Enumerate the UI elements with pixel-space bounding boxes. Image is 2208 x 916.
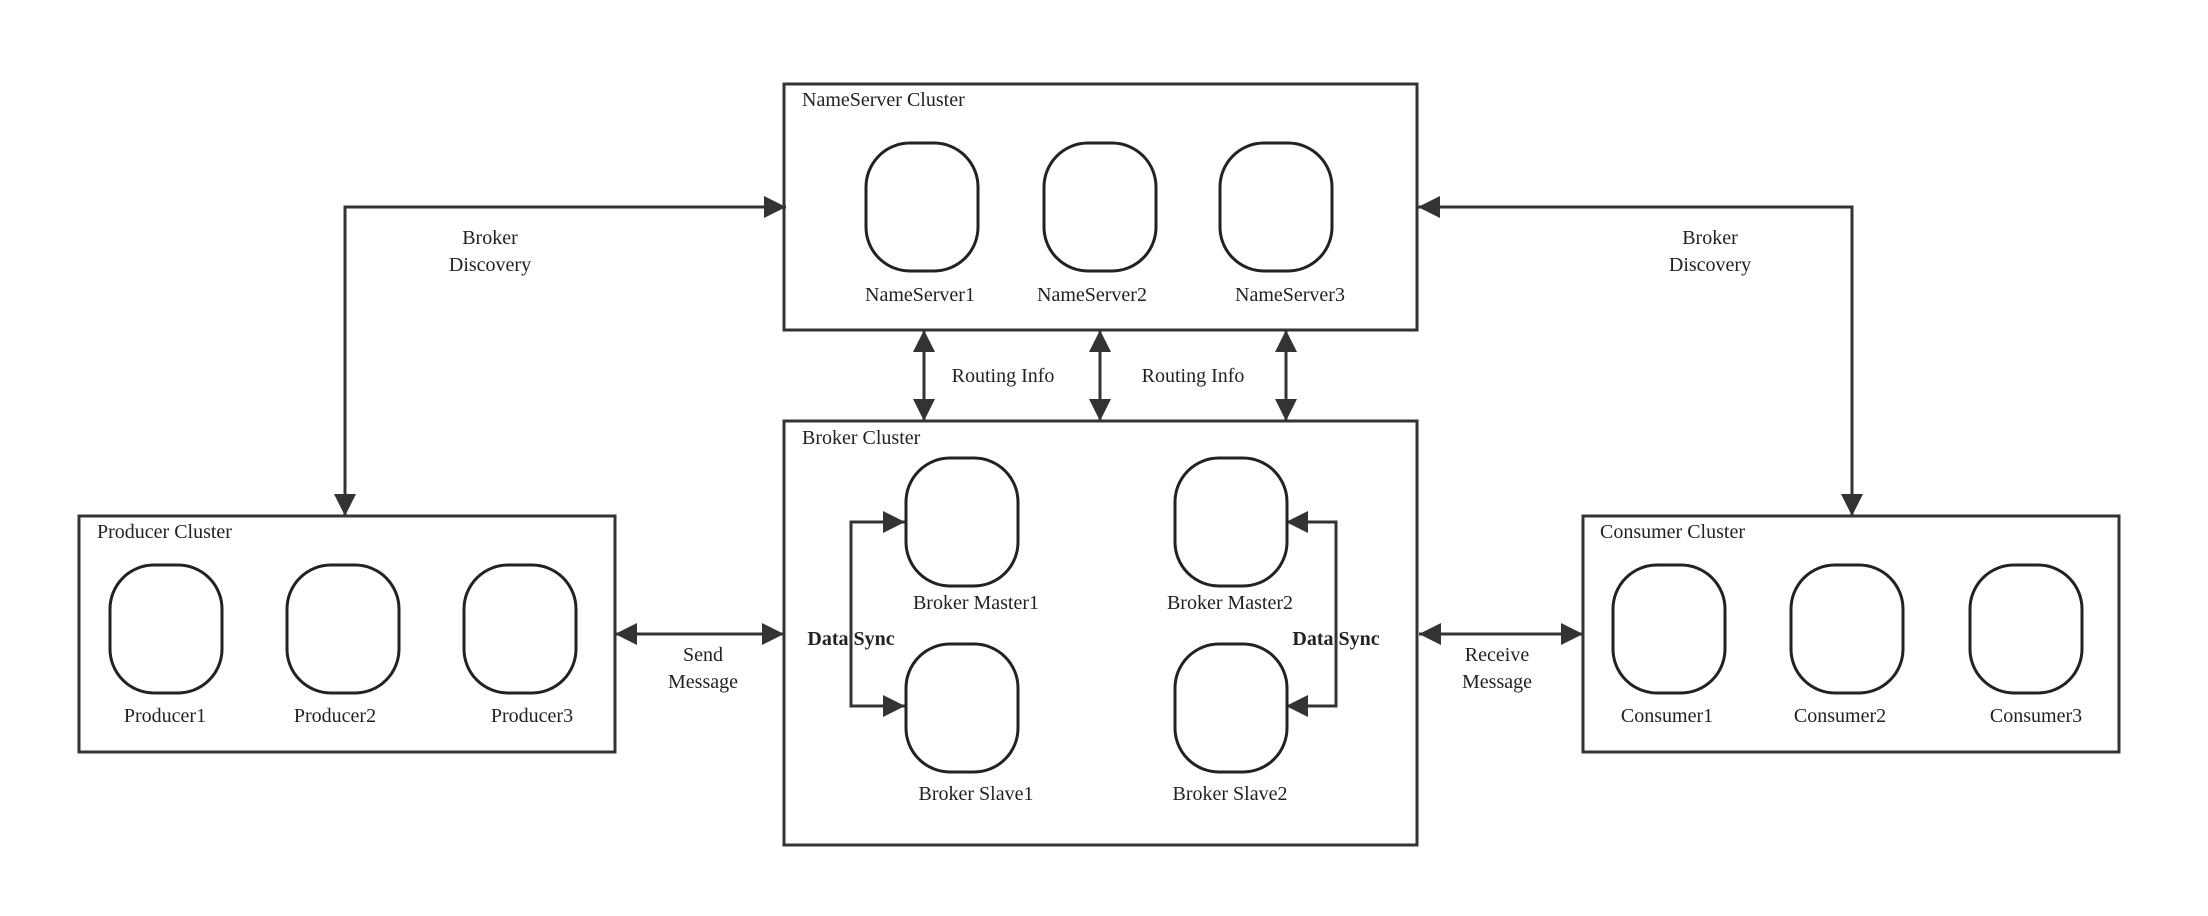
label-routing-info-right: Routing Info bbox=[1142, 365, 1245, 387]
consumer-cluster-title: Consumer Cluster bbox=[1600, 521, 1745, 543]
nameserver-cluster: NameServer Cluster NameServer1 NameServe… bbox=[782, 82, 1419, 332]
label-broker-discovery-left-line2: Discovery bbox=[449, 254, 531, 276]
svg-text:Consumer2: Consumer2 bbox=[1794, 705, 1886, 727]
broker-cluster-title: Broker Cluster bbox=[802, 427, 921, 449]
nameserver-node-1: NameServer1 bbox=[864, 141, 980, 306]
broker-master-2-node: Broker Master2 bbox=[1167, 456, 1293, 614]
label-send-message-line2: Message bbox=[668, 671, 738, 693]
label-data-sync-left: Data Sync bbox=[807, 628, 894, 650]
label-send-message-line1: Send bbox=[683, 644, 723, 666]
broker-slave-1-node: Broker Slave1 bbox=[904, 642, 1034, 805]
consumer-node-1: Consumer1 bbox=[1611, 563, 1727, 727]
svg-text:Broker Slave2: Broker Slave2 bbox=[1173, 783, 1288, 805]
edge-data-sync-left bbox=[849, 511, 905, 717]
producer-cluster-title: Producer Cluster bbox=[97, 521, 232, 543]
label-receive-message-line2: Message bbox=[1462, 671, 1532, 693]
consumer-node-3: Consumer3 bbox=[1968, 563, 2084, 727]
svg-text:Producer2: Producer2 bbox=[294, 705, 376, 727]
producer-node-3: Producer3 bbox=[462, 563, 578, 727]
broker-slave-2-node: Broker Slave2 bbox=[1173, 642, 1289, 805]
label-receive-message-line1: Receive bbox=[1465, 644, 1530, 666]
nameserver-node-3: NameServer3 bbox=[1218, 141, 1345, 306]
nameserver-node-2: NameServer2 bbox=[1037, 141, 1158, 306]
producer-node-1: Producer1 bbox=[108, 563, 224, 727]
nameserver-cluster-title: NameServer Cluster bbox=[802, 89, 965, 111]
producer-cluster: Producer Cluster Producer1 Producer2 Pro… bbox=[77, 514, 617, 754]
label-broker-discovery-left-line1: Broker bbox=[462, 227, 518, 249]
consumer-node-2: Consumer2 bbox=[1789, 563, 1905, 727]
svg-text:Consumer1: Consumer1 bbox=[1621, 705, 1713, 727]
consumer-cluster: Consumer Cluster Consumer1 Consumer2 Con… bbox=[1581, 514, 2121, 754]
svg-text:Broker Master1: Broker Master1 bbox=[913, 592, 1039, 614]
label-data-sync-right: Data Sync bbox=[1292, 628, 1379, 650]
label-broker-discovery-right-line1: Broker bbox=[1682, 227, 1738, 249]
edge-broker-discovery-left bbox=[334, 196, 786, 516]
svg-text:NameServer2: NameServer2 bbox=[1037, 284, 1147, 306]
svg-text:NameServer3: NameServer3 bbox=[1235, 284, 1345, 306]
svg-text:Broker Master2: Broker Master2 bbox=[1167, 592, 1293, 614]
svg-text:NameServer1: NameServer1 bbox=[865, 284, 975, 306]
edge-data-sync-right bbox=[1286, 511, 1338, 717]
svg-text:Producer1: Producer1 bbox=[124, 705, 206, 727]
label-routing-info-left: Routing Info bbox=[952, 365, 1055, 387]
producer-node-2: Producer2 bbox=[285, 563, 401, 727]
broker-master-1-node: Broker Master1 bbox=[904, 456, 1039, 614]
svg-text:Consumer3: Consumer3 bbox=[1990, 705, 2082, 727]
label-broker-discovery-right-line2: Discovery bbox=[1669, 254, 1751, 276]
edge-broker-discovery-right bbox=[1418, 196, 1863, 516]
broker-cluster: Broker Cluster Broker Master1 Broker Mas… bbox=[782, 419, 1419, 847]
svg-text:Broker Slave1: Broker Slave1 bbox=[919, 783, 1034, 805]
svg-text:Producer3: Producer3 bbox=[491, 705, 573, 727]
